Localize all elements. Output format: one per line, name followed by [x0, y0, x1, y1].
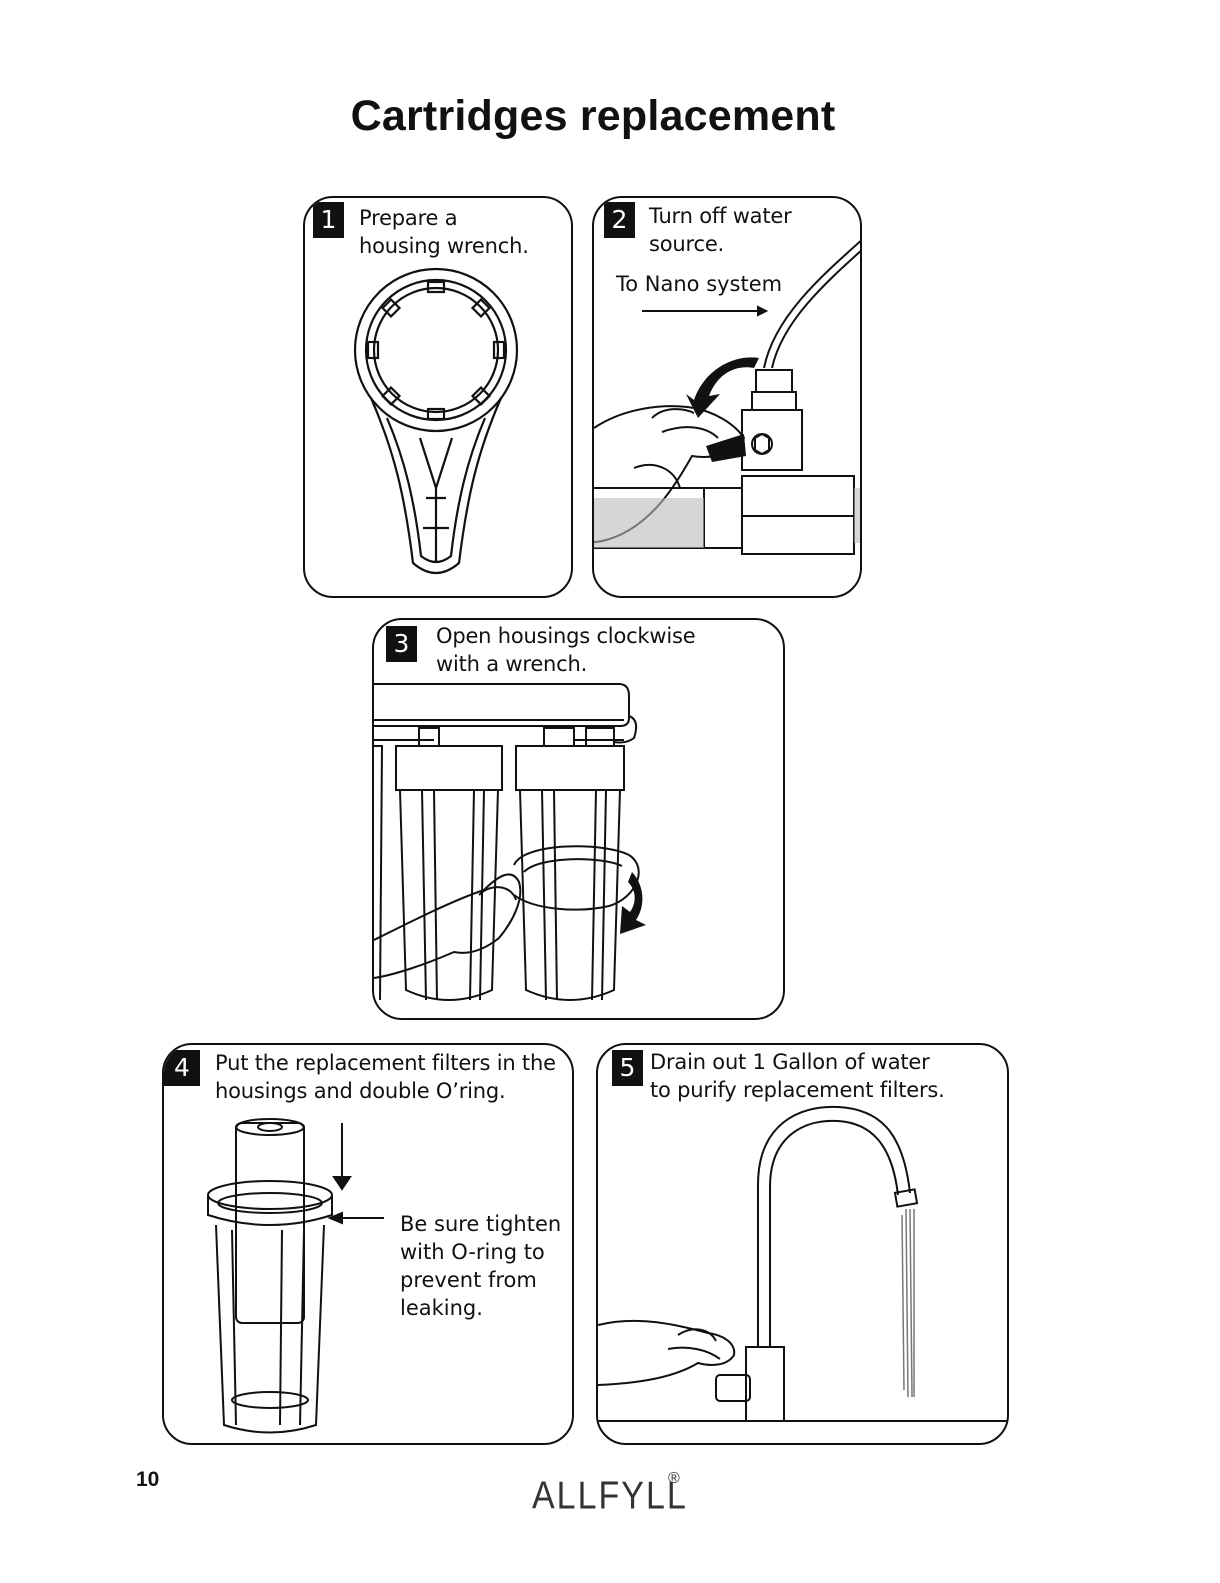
step-1-text: Prepare a housing wrench. [359, 206, 529, 258]
step-2-text: Turn off water source. [649, 204, 792, 256]
page-number: 10 [136, 1468, 160, 1491]
step-5-number: 5 [612, 1050, 643, 1086]
step-4-panel: 4 Put the replacement filters in the hou… [162, 1043, 574, 1445]
brand-logo: ALLFYLL ® [532, 1470, 692, 1518]
step-2-number: 2 [604, 202, 635, 238]
to-nano-system-label: To Nano system [616, 272, 783, 296]
cartridge-oring-icon [207, 1118, 384, 1434]
step-5-text: Drain out 1 Gallon of water to purify re… [650, 1050, 945, 1102]
valve-hand-icon [594, 240, 860, 555]
brand-logo-text: ALLFYLL [532, 1474, 688, 1518]
step-5-panel: 5 Drain out 1 Gallon of water to purify … [596, 1043, 1009, 1445]
step-3-text: Open housings clockwise with a wrench. [436, 624, 696, 676]
faucet-icon [598, 1105, 1007, 1422]
filter-housings-icon [374, 683, 646, 1001]
registered-mark: ® [668, 1470, 680, 1487]
step-3-panel: 3 Open housings clockwise with a wrench. [372, 618, 785, 1020]
step-1-number: 1 [313, 202, 344, 238]
housing-wrench-icon [353, 267, 519, 575]
step-1-panel: 1 Prepare a housing wrench. [303, 196, 573, 598]
step-2-panel: 2 Turn off water source. To Nano system [592, 196, 862, 598]
step-3-number: 3 [386, 626, 417, 662]
step-4-text: Put the replacement filters in the housi… [215, 1051, 556, 1103]
page-title: Cartridges replacement [350, 92, 836, 140]
oring-note: Be sure tighten with O-ring to prevent f… [400, 1212, 562, 1320]
step-4-number: 4 [164, 1050, 200, 1086]
